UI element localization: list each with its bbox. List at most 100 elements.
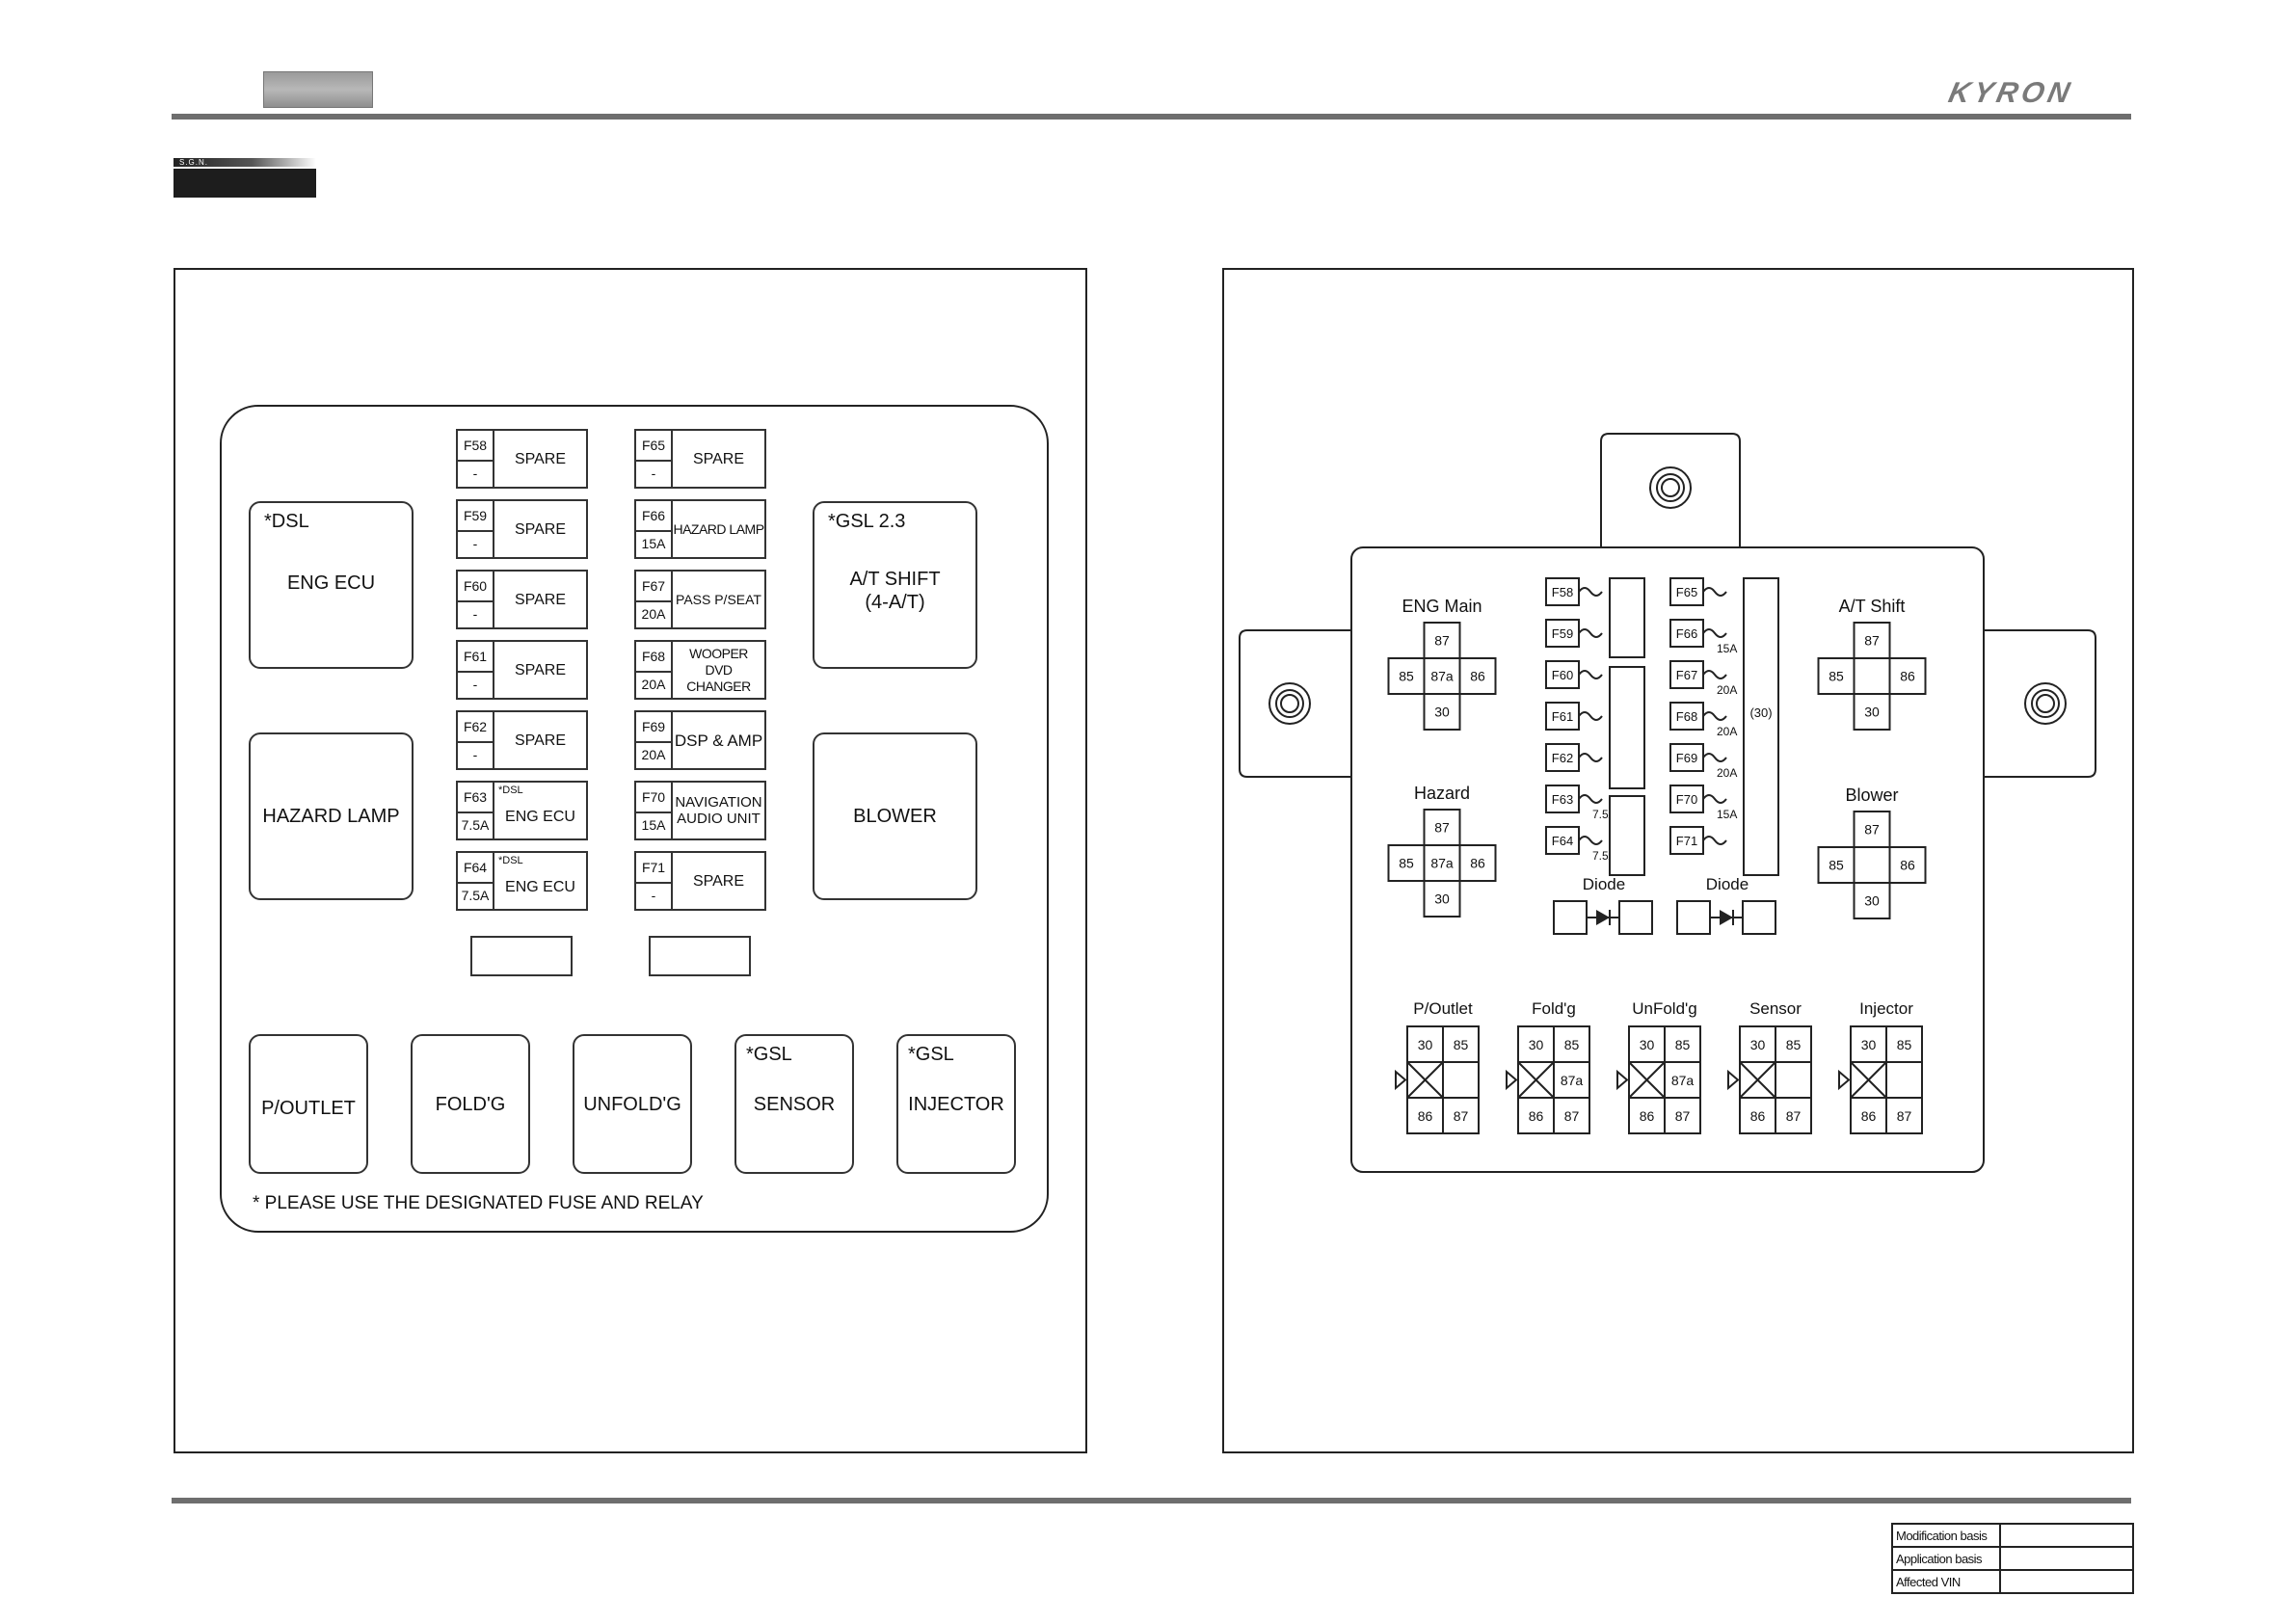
fuse-label-group: NAVIGATION AUDIO UNIT — [673, 783, 764, 838]
relay-pin-label: 85 — [1399, 669, 1414, 684]
fuse-label: DSP & AMP — [674, 731, 763, 750]
relay-hazard-lamp: HAZARD LAMP — [249, 732, 414, 900]
fuse-id: F71 — [636, 853, 673, 884]
fuse-id: F60 — [458, 572, 494, 602]
fuse-label-group: WOOPER DVD CHANGER — [673, 642, 764, 698]
fuse-id: F65 — [1676, 585, 1697, 599]
schematic-panel — [1222, 268, 2134, 1453]
fuse-id: F68 — [1676, 709, 1697, 724]
relay-pin — [1888, 846, 1927, 884]
micro-relay-cell — [1553, 1025, 1590, 1063]
diode-label: Diode — [1583, 875, 1625, 893]
relay-pin-label: 87 — [1864, 633, 1880, 649]
micro-relay-pin: 87 — [1675, 1108, 1691, 1124]
brand-logo: KYRON — [1945, 77, 2076, 109]
fuse-label: SPARE — [692, 872, 745, 890]
micro-relay-name: P/Outlet — [1413, 999, 1473, 1018]
fuse-id: F59 — [1552, 626, 1573, 641]
relay-pin — [1817, 846, 1855, 884]
fuse-symbol — [1578, 670, 1603, 679]
micro-relay-arrow — [1838, 1069, 1851, 1091]
micro-relay-cell — [1628, 1097, 1666, 1134]
diode-symbol — [1596, 910, 1610, 925]
relay-pin-label: 85 — [1829, 669, 1844, 684]
fuse-id: F62 — [1552, 751, 1573, 765]
micro-relay-arrow — [1616, 1069, 1629, 1091]
fuse-symbol — [1578, 628, 1603, 638]
info-value — [1999, 1546, 2134, 1571]
fuse-symbol — [1578, 836, 1603, 845]
diode-symbol — [1720, 910, 1733, 925]
fuse-f65: F65 - SPARE — [634, 429, 766, 489]
info-value — [1999, 1523, 2134, 1548]
fuse-label: HAZARD LAMP — [673, 520, 764, 537]
fuse-f69: F69 20A DSP & AMP — [634, 710, 766, 770]
fuse-label: PASS P/SEAT — [676, 591, 761, 607]
fuse-amp: 20A — [1717, 725, 1737, 738]
fuse-id: F61 — [458, 642, 494, 673]
section-badge-bar — [174, 169, 316, 198]
micro-relay-name: Sensor — [1749, 999, 1802, 1018]
relay-injector: *GSL INJECTOR — [896, 1034, 1016, 1174]
fuse-f68: F68 20A WOOPER DVD CHANGER — [634, 640, 766, 700]
fuse-amp: 20A — [636, 671, 673, 698]
relay-p-outlet: P/OUTLET — [249, 1034, 368, 1174]
fuse-id: F64 — [458, 853, 494, 884]
micro-relay-cross — [1517, 1061, 1555, 1099]
micro-relay-pin: 86 — [1750, 1108, 1766, 1124]
micro-relay-pin: 85 — [1675, 1037, 1691, 1052]
micro-relay-cell — [1775, 1097, 1812, 1134]
fuse-id: F63 — [458, 783, 494, 813]
fuse-label-box — [1669, 785, 1704, 813]
micro-relay-cross — [1739, 1061, 1776, 1099]
relay-pin — [1423, 693, 1461, 731]
header-tab — [263, 71, 373, 108]
fuse-id: F70 — [1676, 792, 1697, 807]
micro-relay-name: Injector — [1859, 999, 1913, 1018]
relay-pin-label: 85 — [1399, 856, 1414, 871]
micro-relay-pin: 87 — [1454, 1108, 1469, 1124]
relay-label: UNFOLD'G — [583, 1094, 681, 1115]
relay-tag: *GSL 2.3 — [828, 511, 906, 532]
fuse-id: F68 — [636, 642, 673, 673]
fuse-id: F70 — [636, 783, 673, 813]
fuse-amp: - — [636, 460, 673, 487]
fuse-amp: 20A — [636, 741, 673, 768]
fuse-label: WOOPER — [689, 645, 748, 661]
relay-sensor: *GSL SENSOR — [734, 1034, 854, 1174]
info-label: Affected VIN — [1891, 1569, 2001, 1594]
fuse-id: F63 — [1552, 792, 1573, 807]
fuse-f67: F67 20A PASS P/SEAT — [634, 570, 766, 629]
fuse-amp: - — [636, 882, 673, 909]
fuse-f64: F64 7.5A *DSL ENG ECU — [456, 851, 588, 911]
fuse-puller-slot — [470, 936, 573, 976]
section-badge-code: S.G.N. — [174, 158, 316, 167]
micro-relay-cell — [1775, 1061, 1812, 1099]
fuse-f66: F66 15A HAZARD LAMP — [634, 499, 766, 559]
micro-relay-cell — [1739, 1025, 1776, 1063]
relay-label: FOLD'G — [435, 1094, 506, 1115]
fuse-amp: - — [458, 671, 494, 698]
fuse-label-box — [1669, 743, 1704, 772]
diode-terminal — [1618, 900, 1653, 935]
fuse-label-sub: AUDIO UNIT — [677, 811, 761, 827]
fuse-id: F58 — [458, 431, 494, 462]
relay-blower: BLOWER — [813, 732, 977, 900]
relay-label-sub: (4-A/T) — [865, 592, 925, 613]
micro-relay-cell — [1442, 1097, 1480, 1134]
header-rule — [172, 114, 2131, 120]
micro-relay-pin: 86 — [1640, 1108, 1655, 1124]
fuse-id: F67 — [636, 572, 673, 602]
fuse-id: F66 — [1676, 626, 1697, 641]
bus-bar — [1609, 577, 1645, 658]
relay-tag: *DSL — [264, 511, 309, 532]
relay-at-shift: *GSL 2.3 A/T SHIFT (4-A/T) — [813, 501, 977, 669]
fuse-f59: F59 - SPARE — [456, 499, 588, 559]
table-row: Application basis — [1891, 1546, 2134, 1571]
relay-pin-label: 86 — [1900, 858, 1915, 873]
fuse-id: F65 — [636, 431, 673, 462]
relay-pin — [1817, 657, 1855, 695]
micro-relay-pin: 30 — [1750, 1037, 1766, 1052]
fuse-amp: 20A — [1717, 683, 1737, 697]
